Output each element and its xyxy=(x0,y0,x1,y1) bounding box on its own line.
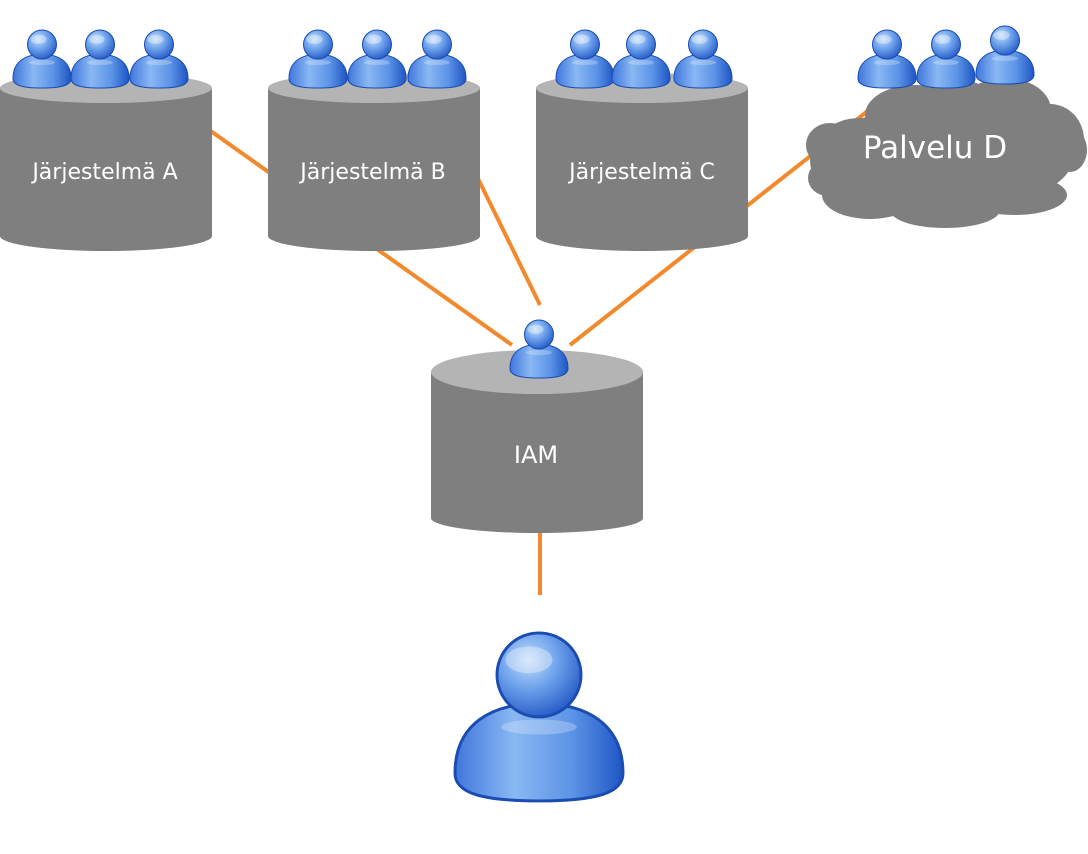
system-c-label: Järjestelmä C xyxy=(567,160,715,185)
user-group-icon xyxy=(289,30,466,88)
system-a-label: Järjestelmä A xyxy=(30,160,177,185)
end-user xyxy=(455,633,623,801)
iam-label: IAM xyxy=(514,441,558,469)
user-group-icon xyxy=(858,26,1034,88)
database-system-b: Järjestelmä B xyxy=(268,30,480,251)
user-group-icon xyxy=(13,30,188,88)
user-icon xyxy=(510,320,568,378)
database-system-c: Järjestelmä C xyxy=(536,30,748,251)
database-system-a: Järjestelmä A xyxy=(0,30,212,251)
user-icon xyxy=(455,633,623,801)
user-group-icon xyxy=(556,30,732,88)
system-b-label: Järjestelmä B xyxy=(298,160,445,185)
cloud-icon xyxy=(806,78,1087,228)
service-d-label: Palvelu D xyxy=(863,130,1007,166)
cloud-service-d: Palvelu D xyxy=(806,26,1087,228)
database-iam: IAM xyxy=(431,320,643,533)
